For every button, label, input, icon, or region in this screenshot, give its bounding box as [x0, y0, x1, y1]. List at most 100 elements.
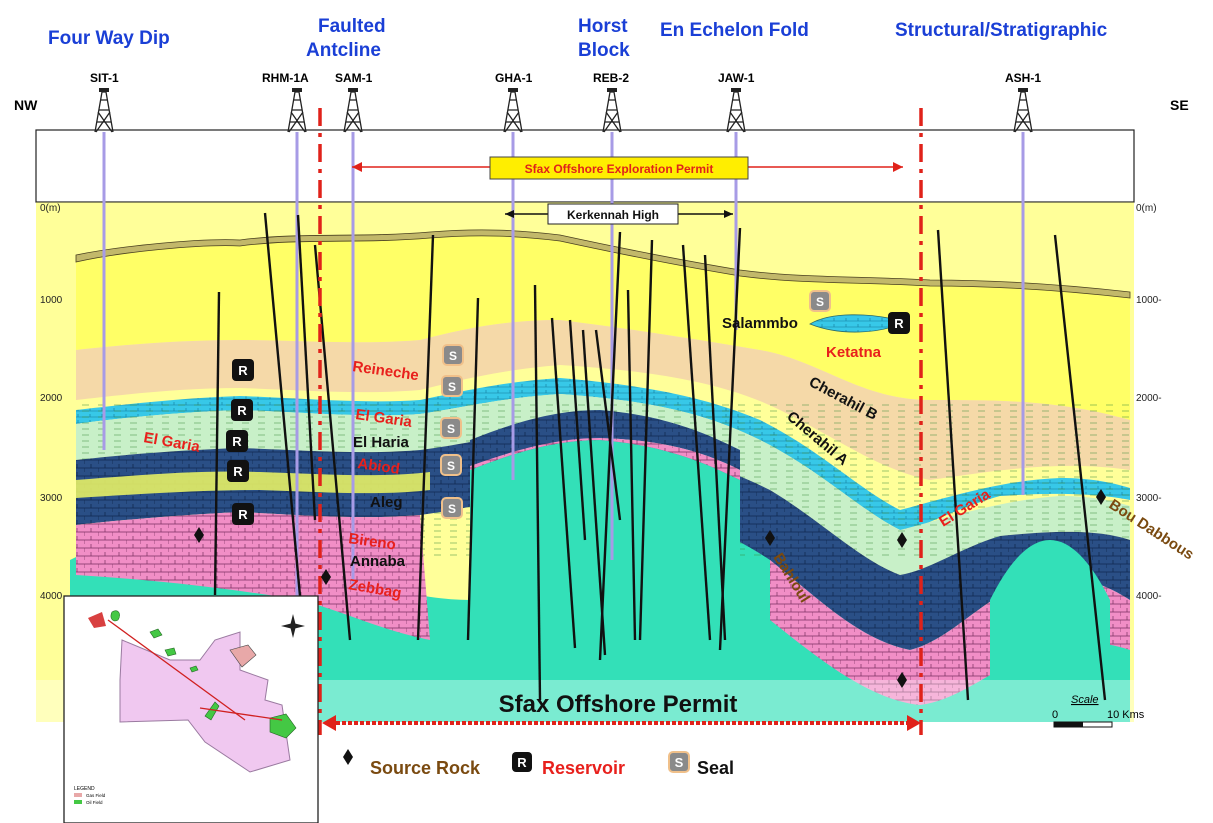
well-label-gha-1: GHA-1 — [495, 71, 533, 85]
fault-line — [681, 244, 712, 641]
reservoir-icon: R — [231, 399, 253, 421]
depth-tick-left: 2000 — [40, 393, 63, 404]
depth-tick-right: 2000- — [1136, 393, 1162, 404]
scale-bar: Scale 0 10 Kms — [1052, 694, 1145, 728]
fault-line — [313, 244, 352, 641]
fault-line — [416, 234, 435, 641]
derrick-icon — [94, 88, 114, 133]
permit-box — [489, 156, 749, 180]
source-rock-markers — [194, 489, 1106, 688]
structure-block: Block — [578, 40, 630, 61]
kerkennah-label: Kerkennah High — [567, 208, 659, 222]
fault-line — [598, 231, 622, 661]
svg-text:R: R — [237, 403, 247, 418]
fault-line — [533, 284, 542, 701]
source-rock-diamond-icon — [321, 569, 331, 585]
legend-reservoir-icon — [512, 752, 532, 772]
depth-tick-left: 3000 — [40, 493, 63, 504]
svg-text:S: S — [449, 349, 457, 363]
source-rock-diamond-icon — [897, 532, 907, 548]
derrick-icon — [1013, 88, 1033, 133]
legend-reservoir: Reservoir — [542, 758, 625, 778]
fault-line — [1053, 234, 1107, 701]
fault-line — [594, 329, 622, 521]
structure-en-echelon-fold: En Echelon Fold — [660, 20, 809, 41]
formation-el-haria: El Haria — [353, 434, 410, 451]
seal-icon: S — [441, 497, 463, 519]
legend-source-rock: Source Rock — [370, 758, 481, 778]
inset-map: LEGEND Gas Field Oil Field — [63, 595, 319, 823]
svg-text:S: S — [447, 459, 455, 473]
formation-aleg: Aleg — [370, 494, 403, 511]
structure-structural-stratigraphic: Structural/Stratigraphic — [895, 20, 1108, 41]
formation-annaba: Annaba — [350, 553, 406, 570]
depth-tick-right: 0(m) — [1136, 203, 1157, 214]
reservoir-icon: R — [888, 312, 910, 334]
depth-tick-right: 4000- — [1136, 591, 1162, 602]
depth-tick-left: 1000 — [40, 295, 63, 306]
legend-seal: Seal — [697, 758, 734, 778]
fault-line — [718, 227, 742, 651]
derrick-icon — [503, 88, 523, 133]
fault-line — [550, 317, 577, 649]
seal-icon: S — [440, 417, 462, 439]
svg-text:10 Kms: 10 Kms — [1107, 709, 1145, 721]
source-rock-diamond-icon — [194, 527, 204, 543]
depth-axis-right: 0(m)1000-2000-3000-4000- — [1136, 203, 1162, 602]
se-label: SE — [1170, 97, 1189, 113]
formation-ketatna: Ketatna — [826, 344, 882, 361]
svg-text:Oil Field: Oil Field — [86, 800, 103, 805]
source-rock-diamond-icon — [897, 672, 907, 688]
fault-line — [581, 329, 607, 656]
svg-text:S: S — [675, 755, 684, 770]
derrick-icon — [343, 88, 363, 133]
svg-text:R: R — [238, 363, 248, 378]
fault-line — [626, 289, 637, 641]
source-rock-diamond-icon — [765, 530, 775, 546]
well-label-jaw-1: JAW-1 — [718, 71, 755, 85]
fault-line — [213, 291, 221, 596]
reservoir-icon: R — [227, 460, 249, 482]
svg-text:R: R — [894, 316, 904, 331]
svg-text:R: R — [233, 464, 243, 479]
well-label-rhm-1a: RHM-1A — [262, 71, 309, 85]
reservoir-icon: R — [226, 430, 248, 452]
depth-tick-right: 3000- — [1136, 493, 1162, 504]
kerkennah-box — [547, 203, 679, 225]
svg-text:Gas Field: Gas Field — [86, 793, 106, 798]
reservoir-icon: R — [232, 503, 254, 525]
svg-text:S: S — [448, 380, 456, 394]
formation-salammbo: Salammbo — [722, 315, 798, 332]
svg-text:S: S — [816, 295, 824, 309]
derrick-icon — [726, 88, 746, 133]
formation-bireno: Bireno — [347, 530, 396, 553]
permit-label: Sfax Offshore Exploration Permit — [525, 162, 714, 176]
structure-antcline: Antcline — [306, 40, 381, 61]
structure-horst: Horst — [578, 16, 628, 37]
fault-line — [703, 254, 727, 641]
faults — [213, 212, 1107, 701]
seal-icon: S — [442, 344, 464, 366]
svg-text:R: R — [517, 755, 527, 770]
formation-abiod: Abiod — [356, 455, 400, 478]
depth-tick-left: 0(m) — [40, 203, 61, 214]
derrick-icon — [602, 88, 622, 133]
fault-line — [296, 214, 317, 521]
seal-icon: S — [441, 375, 463, 397]
reservoir-icon: R — [232, 359, 254, 381]
svg-text:S: S — [448, 502, 456, 516]
well-label-sit-1: SIT-1 — [90, 71, 119, 85]
derrick-icon — [287, 88, 307, 133]
legend-diamond-icon — [343, 749, 353, 765]
nw-label: NW — [14, 97, 38, 113]
well-label-sam-1: SAM-1 — [335, 71, 373, 85]
svg-text:Scale: Scale — [1071, 694, 1099, 706]
fault-line — [568, 319, 587, 541]
source-rock-diamond-icon — [1096, 489, 1106, 505]
fault-line — [263, 212, 302, 597]
svg-text:LEGEND: LEGEND — [74, 786, 95, 792]
fault-line — [936, 229, 970, 701]
legend-seal-icon — [668, 751, 690, 773]
fault-line — [638, 239, 654, 641]
bottom-permit-label: Sfax Offshore Permit — [499, 691, 738, 718]
